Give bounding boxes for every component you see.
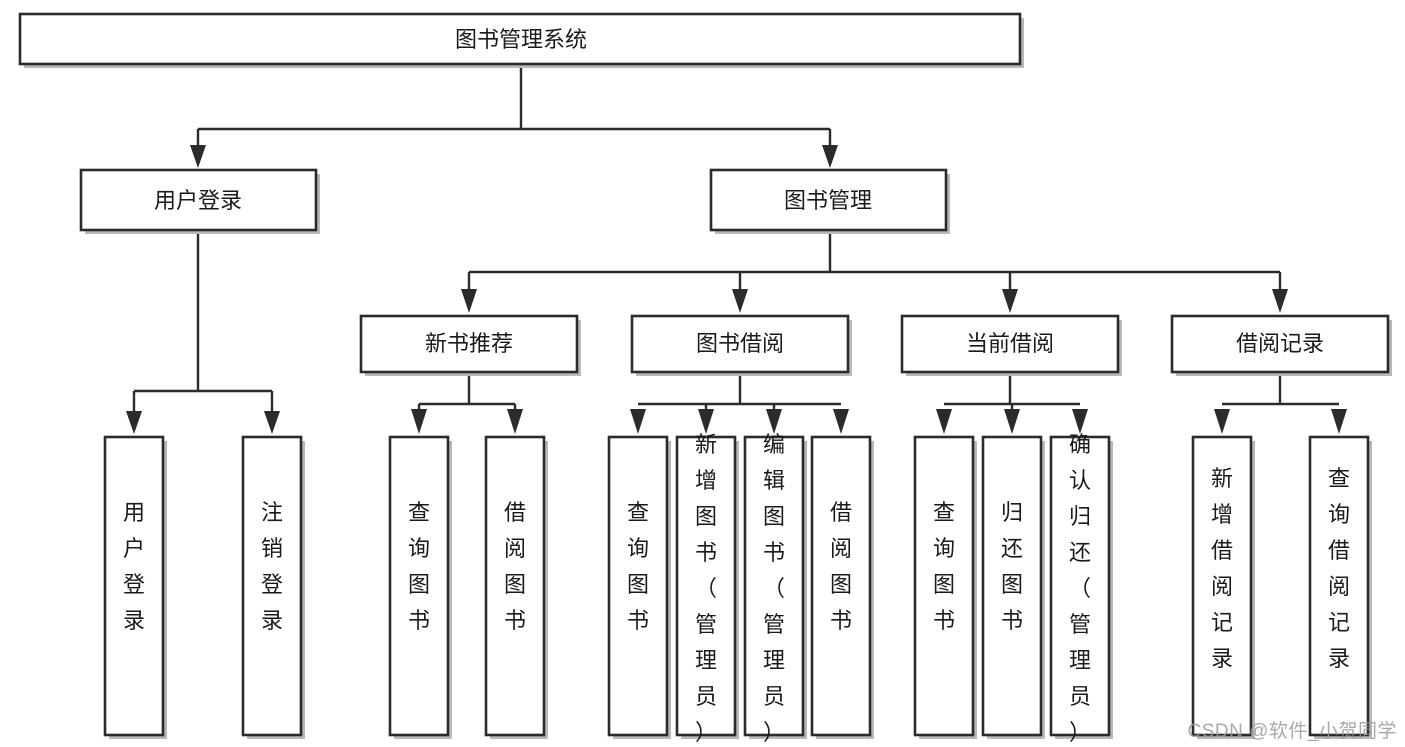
borrow-record-label: 借阅记录 bbox=[1236, 331, 1324, 356]
arrow-head-bb-leaf4 bbox=[833, 409, 849, 434]
arrow-head-nb-leaf1 bbox=[411, 409, 427, 434]
node-root[interactable]: 图书管理系统 bbox=[18, 12, 1024, 68]
book-borrow-label: 图书借阅 bbox=[696, 331, 784, 356]
leaf-box bbox=[1049, 435, 1111, 737]
leaf-node[interactable]: 归还图书 bbox=[981, 435, 1045, 739]
borrow-record-box bbox=[1170, 314, 1390, 374]
arrow-head-new-book bbox=[461, 289, 477, 313]
leaf-node[interactable]: 注销登录 bbox=[241, 435, 305, 739]
arrow-head-current-borrow bbox=[1002, 289, 1018, 313]
leaf-box bbox=[981, 435, 1043, 737]
node-current-borrow[interactable]: 当前借阅 bbox=[900, 314, 1122, 376]
node-user-login[interactable]: 用户登录 bbox=[79, 168, 320, 234]
arrow-head-br-leaf2 bbox=[1331, 409, 1347, 434]
arrow-head-leaf-logout bbox=[264, 411, 280, 434]
leaf-label: 查询图书 bbox=[933, 500, 955, 633]
leaf-box bbox=[103, 435, 165, 737]
leaf-node[interactable]: 新增图书（管理员） bbox=[675, 432, 739, 745]
connectors bbox=[126, 66, 1347, 434]
leaf-box bbox=[1308, 435, 1370, 737]
leaf-box bbox=[810, 435, 872, 737]
leaf-node[interactable]: 借阅图书 bbox=[484, 435, 548, 739]
arrow-head-br-leaf1 bbox=[1214, 409, 1230, 434]
leaf-label: 借阅图书 bbox=[504, 500, 526, 633]
user-login-box bbox=[79, 168, 318, 232]
arrow-head-cb-leaf3 bbox=[1072, 409, 1088, 434]
leaf-label: 查询借阅记录 bbox=[1328, 466, 1350, 671]
leaf-node[interactable]: 用户登录 bbox=[103, 435, 167, 739]
node-new-book-recommend[interactable]: 新书推荐 bbox=[359, 314, 581, 376]
leaf-box bbox=[484, 435, 546, 737]
leaf-label: 查询图书 bbox=[627, 500, 649, 633]
book-borrow-box bbox=[630, 314, 850, 374]
leaf-label: 注销登录 bbox=[261, 500, 283, 633]
leaf-node[interactable]: 查询图书 bbox=[388, 435, 452, 739]
leaf-label: 查询图书 bbox=[408, 500, 430, 633]
leaf-box bbox=[913, 435, 975, 737]
book-manage-label: 图书管理 bbox=[784, 188, 872, 213]
leaf-box bbox=[1191, 435, 1253, 737]
arrow-head-bb-leaf2 bbox=[698, 409, 714, 434]
current-borrow-label: 当前借阅 bbox=[966, 331, 1054, 356]
leaf-node[interactable]: 新增借阅记录 bbox=[1191, 435, 1255, 739]
root-box bbox=[18, 12, 1022, 66]
leaf-node[interactable]: 编辑图书（管理员） bbox=[743, 432, 807, 745]
leaf-label: 新增借阅记录 bbox=[1211, 466, 1233, 671]
leaf-box bbox=[607, 435, 669, 737]
leaf-label: 借阅图书 bbox=[830, 500, 852, 633]
user-login-label: 用户登录 bbox=[154, 188, 242, 213]
arrow-head-cb-leaf2 bbox=[1004, 409, 1020, 434]
arrow-head-cb-leaf1 bbox=[936, 409, 952, 434]
arrow-head-borrow-record bbox=[1272, 289, 1288, 313]
leaf-label: 确认归还（管理员） bbox=[1069, 432, 1091, 745]
new-book-box bbox=[359, 314, 579, 374]
book-manage-box bbox=[709, 168, 948, 232]
root-label: 图书管理系统 bbox=[455, 27, 587, 52]
arrow-head-bb-leaf3 bbox=[766, 409, 782, 434]
arrow-head-book-manage bbox=[822, 145, 838, 168]
node-book-manage[interactable]: 图书管理 bbox=[709, 168, 950, 234]
leaf-node[interactable]: 查询图书 bbox=[913, 435, 977, 739]
arrow-head-book-borrow bbox=[732, 289, 748, 313]
node-borrow-record[interactable]: 借阅记录 bbox=[1170, 314, 1392, 376]
leaf-box bbox=[241, 435, 303, 737]
leaf-label: 新增图书（管理员） bbox=[695, 432, 717, 745]
arrow-head-bb-leaf1 bbox=[630, 409, 646, 434]
leaf-node[interactable]: 确认归还（管理员） bbox=[1049, 432, 1113, 745]
arrow-head-leaf-user-login bbox=[126, 411, 142, 434]
arrow-head-nb-leaf2 bbox=[507, 409, 523, 434]
leaf-box bbox=[388, 435, 450, 737]
leaf-label: 归还图书 bbox=[1001, 500, 1023, 633]
leaf-label: 编辑图书（管理员） bbox=[763, 432, 785, 745]
leaf-box bbox=[743, 435, 805, 737]
leaf-label: 用户登录 bbox=[123, 500, 145, 633]
leaf-node[interactable]: 借阅图书 bbox=[810, 435, 874, 739]
node-book-borrow[interactable]: 图书借阅 bbox=[630, 314, 852, 376]
new-book-label: 新书推荐 bbox=[425, 331, 513, 356]
leaf-node[interactable]: 查询借阅记录 bbox=[1308, 435, 1372, 739]
current-borrow-box bbox=[900, 314, 1120, 374]
arrow-head-user-login bbox=[190, 145, 206, 168]
leaf-node[interactable]: 查询图书 bbox=[607, 435, 671, 739]
leaf-box bbox=[675, 435, 737, 737]
